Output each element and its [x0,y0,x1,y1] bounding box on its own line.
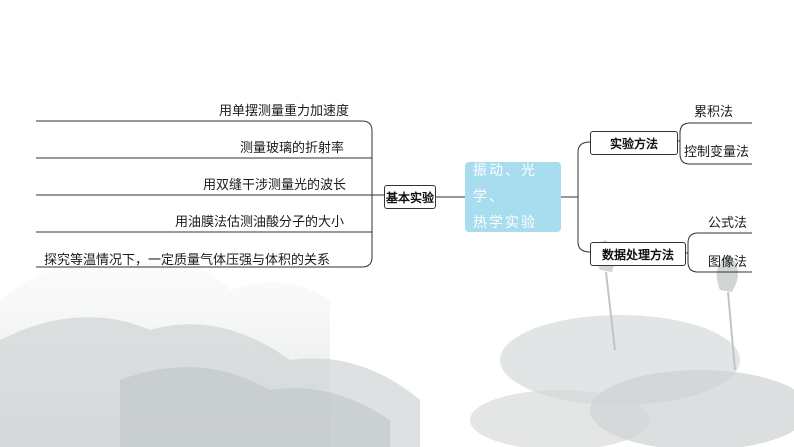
branch-experiment-methods: 实验方法 [590,131,678,155]
leaf-isothermal-gas: 探究等温情况下，一定质量气体压强与体积的关系 [44,253,331,268]
leaf-pendulum-gravity: 用单摆测量重力加速度 [219,104,350,119]
center-title-line2: 热学实验 [473,215,537,231]
center-title-line1: 振动、光学、 [473,163,537,205]
center-node: 振动、光学、 热学实验 [465,162,561,232]
leaf-accumulation-method: 累积法 [694,105,734,120]
leaf-double-slit-wavelength: 用双缝干涉测量光的波长 [203,178,347,193]
leaf-glass-refraction: 测量玻璃的折射率 [240,141,345,156]
branch-basic-experiments: 基本实验 [384,185,436,209]
leaf-formula-method: 公式法 [708,216,748,231]
leaf-graph-method: 图像法 [708,255,748,270]
leaf-oil-film-molecule: 用油膜法估测油酸分子的大小 [175,215,345,230]
leaf-control-variable-method: 控制变量法 [684,145,750,160]
branch-data-processing-methods: 数据处理方法 [590,242,686,266]
